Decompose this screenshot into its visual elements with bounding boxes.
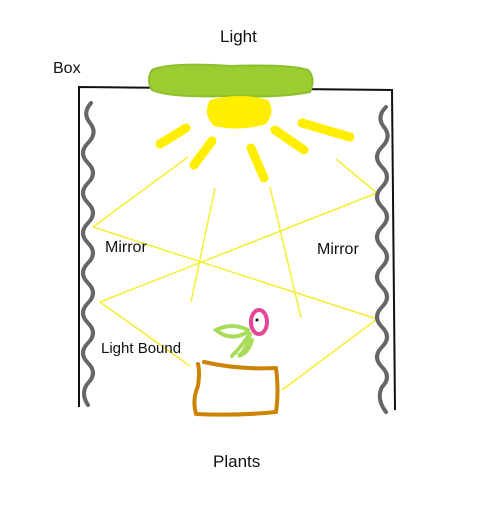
- mirror-right: [375, 105, 390, 414]
- light-bulb: [206, 96, 272, 129]
- lamp-housing: [148, 63, 314, 98]
- plant-leaves: [212, 324, 254, 358]
- flower: [249, 308, 269, 336]
- light-rays: [155, 118, 355, 183]
- label-box: Box: [53, 60, 81, 77]
- plant-pot: [192, 360, 280, 417]
- label-mirror-right: Mirror: [317, 241, 359, 258]
- label-light-bound: Light Bound: [101, 340, 182, 357]
- label-mirror-left: Mirror: [105, 239, 147, 256]
- label-light: Light: [220, 27, 257, 46]
- label-plants: Plants: [213, 452, 261, 471]
- reflected-light-paths: [92, 156, 378, 391]
- mirror-left: [81, 101, 96, 407]
- plant: [212, 308, 269, 358]
